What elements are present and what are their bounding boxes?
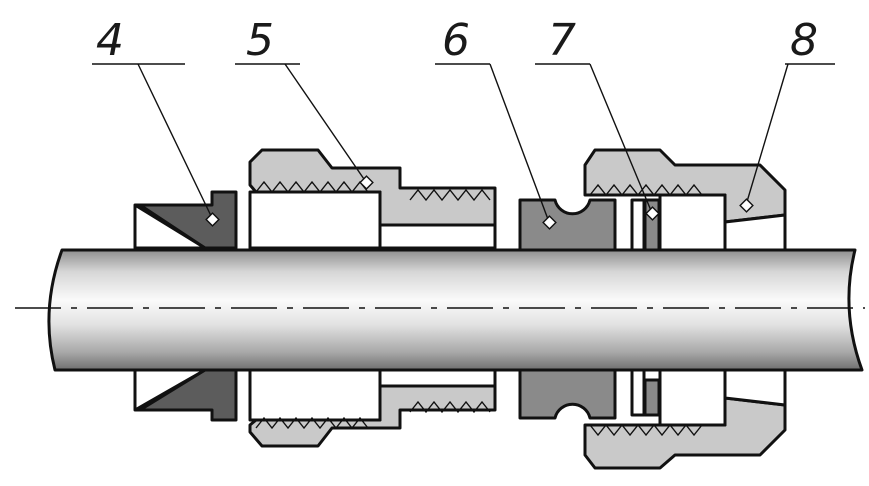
- pipe: [15, 248, 865, 372]
- ring-top: [518, 198, 617, 252]
- part-5-nut: [248, 148, 497, 448]
- seal-bottom: [643, 378, 661, 417]
- callout-label-6: 6: [442, 15, 470, 66]
- callout-label-7: 7: [548, 15, 576, 66]
- callout-label-8: 8: [790, 15, 818, 66]
- callout-label-5: 5: [246, 15, 274, 66]
- ring-bottom: [518, 368, 617, 420]
- part-6-ring: [518, 198, 617, 420]
- nut-top-thread: [255, 180, 369, 194]
- callout-label-4: 4: [96, 15, 124, 66]
- part-8-end-nut: [583, 148, 787, 470]
- callout-leaders: [92, 63, 835, 230]
